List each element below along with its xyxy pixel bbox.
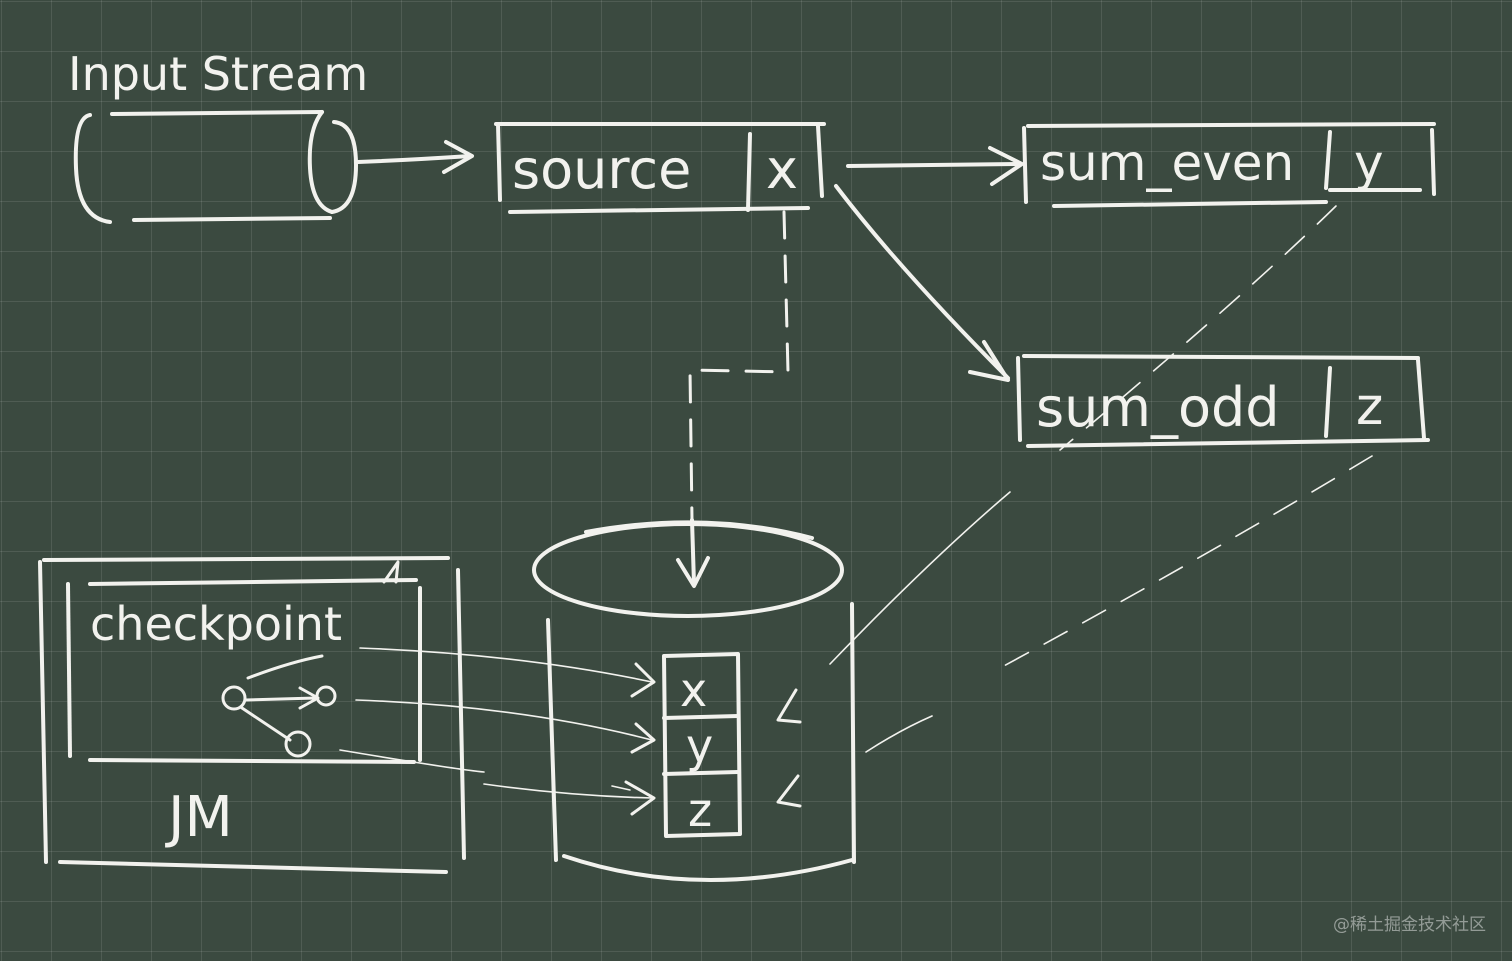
store-slot-z: z	[688, 783, 712, 837]
jm-box	[38, 556, 466, 874]
source-state-x: x	[766, 138, 798, 201]
checkpoint-label: checkpoint	[90, 597, 342, 651]
store-marker-lower	[776, 774, 802, 808]
faint-lines-sum-even-to-store	[829, 205, 1337, 665]
sum-odd-state-z: z	[1356, 377, 1383, 437]
sum-odd-operator-box	[1016, 354, 1430, 448]
sum-even-operator-box	[1022, 122, 1436, 208]
dashed-source-to-store	[676, 210, 790, 588]
arrows-checkpoint-to-store	[339, 647, 656, 816]
sum-even-label: sum_even	[1040, 134, 1294, 192]
checkpoint-mini-dag	[221, 654, 337, 758]
state-store-slots	[662, 652, 742, 838]
arrow-stream-to-source	[356, 140, 474, 174]
input-stream-pipe	[73, 110, 358, 224]
jm-label: JM	[165, 785, 233, 850]
store-slot-x: x	[680, 663, 707, 717]
faint-lines-sum-odd-to-store	[865, 455, 1373, 753]
source-operator-box	[494, 122, 826, 214]
sum-even-state-y: y	[1354, 134, 1384, 192]
arrow-source-to-sum-odd	[834, 184, 1010, 382]
input-stream-label: Input Stream	[68, 47, 368, 101]
state-store-cylinder	[532, 520, 856, 882]
store-marker-upper	[776, 688, 802, 724]
source-label: source	[512, 138, 691, 201]
arrow-source-to-sum-even	[846, 146, 1024, 186]
watermark: @稀土掘金技术社区	[1333, 915, 1486, 935]
sum-odd-label: sum_odd	[1036, 376, 1280, 439]
checkpoint-box	[66, 560, 422, 764]
store-slot-y: y	[686, 719, 713, 773]
